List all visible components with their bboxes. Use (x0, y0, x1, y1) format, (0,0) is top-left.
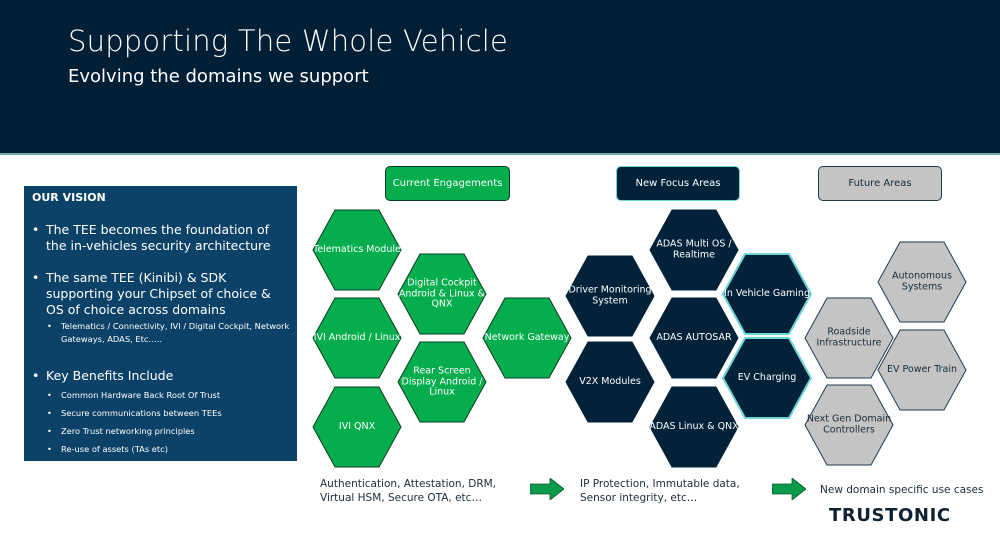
hexagon-label: Roadside Infrastructure (816, 326, 882, 348)
hexagon-new (721, 253, 813, 335)
current-use-cases: Authentication, Attestation, DRM, Virtua… (320, 477, 496, 505)
benefits-heading: •Key Benefits Include (32, 368, 174, 383)
header-banner: Supporting The Whole Vehicle Evolving th… (0, 0, 1000, 155)
hexagon-future (804, 384, 894, 466)
hexagon-label: Autonomous Systems (892, 270, 952, 292)
hexagon-label: Digital Cockpit Android & Linux & QNX (398, 277, 486, 310)
benefit-text: Re-use of assets (TAs etc) (61, 444, 168, 454)
hexagon-label: ADAS AUTOSAR (656, 331, 732, 343)
hexagon-label: IVI QNX (338, 420, 376, 432)
vision-bullet: •The same TEE (Kinibi) & SDK supporting … (32, 270, 271, 317)
benefit-item: •Re-use of assets (TAs etc) (47, 444, 168, 454)
current-use-line: Authentication, Attestation, DRM, (320, 478, 497, 490)
hexagon-current (312, 386, 402, 468)
future-use-cases: New domain specific use cases (820, 484, 984, 496)
hexagon-current (312, 209, 402, 291)
hexagon-new (721, 337, 813, 419)
hexagon-label: EV Power Train (886, 363, 958, 375)
hexagon-label: V2X Modules (579, 375, 641, 387)
vision-bullet-text: The same TEE (Kinibi) & SDK supporting y… (46, 270, 271, 317)
page-subtitle: Evolving the domains we support (68, 66, 369, 87)
benefit-item: •Secure communications between TEEs (47, 408, 222, 418)
new-use-line: IP Protection, Immutable data, (580, 478, 740, 490)
hexagon-label: Driver Monitoring System (568, 284, 652, 306)
trustonic-logo: TRUSTONIC (829, 505, 951, 526)
hexagon-new (649, 386, 739, 468)
current-use-line: Virtual HSM, Secure OTA, etc… (320, 492, 482, 504)
arrow-right-icon (530, 478, 564, 500)
arrow-right-icon (772, 478, 806, 500)
category-current-engagements: Current Engagements (385, 166, 510, 201)
hexagon-new (565, 255, 655, 337)
hexagon-label: EV Charging (737, 371, 797, 383)
vision-sub-bullet: •Telematics / Connectivity, IVI / Digita… (47, 321, 290, 344)
benefit-item: •Zero Trust networking principles (47, 426, 195, 436)
hexagon-new (649, 297, 739, 379)
hexagon-current (397, 253, 487, 335)
hexagon-future (877, 241, 967, 323)
new-use-cases: IP Protection, Immutable data, Sensor in… (580, 477, 740, 505)
vision-bullet: •The TEE becomes the foundation of the i… (32, 222, 271, 253)
hexagon-current (482, 297, 572, 379)
hexagon-new (565, 341, 655, 423)
benefit-text: Zero Trust networking principles (61, 426, 195, 436)
vision-panel: OUR VISION •The TEE becomes the foundati… (24, 186, 297, 461)
category-future-areas: Future Areas (818, 166, 942, 201)
benefit-item: •Common Hardware Back Root Of Trust (47, 390, 221, 400)
hexagon-label: In Vehicle Gaming (724, 287, 810, 299)
hexagon-label: Rear Screen Display Android / Linux (401, 365, 483, 398)
vision-sub-text: Telematics / Connectivity, IVI / Digital… (61, 321, 290, 344)
benefit-text: Common Hardware Back Root Of Trust (61, 390, 221, 400)
hexagon-current (312, 297, 402, 379)
hexagon-label: Telematics Module (313, 243, 401, 255)
hexagon-label: IVI Android / Linux (313, 331, 401, 343)
benefit-text: Secure communications between TEEs (61, 408, 222, 418)
benefits-heading-text: Key Benefits Include (46, 368, 174, 383)
hexagon-label: Network Gateway (484, 331, 570, 343)
hexagon-label: ADAS Multi OS / Realtime (656, 238, 732, 260)
new-use-line: Sensor integrity, etc… (580, 492, 698, 504)
hexagon-current (397, 341, 487, 423)
category-new-focus-areas: New Focus Areas (616, 166, 740, 201)
hexagon-label: ADAS Linux & QNX (649, 420, 739, 432)
hexagon-label: Next Gen Domain Controllers (806, 413, 892, 435)
vision-bullet-text: The TEE becomes the foundation of the in… (46, 222, 271, 253)
hexagon-future (877, 329, 967, 411)
page-title: Supporting The Whole Vehicle (68, 24, 509, 58)
hexagon-new (649, 209, 739, 291)
hexagon-future (804, 297, 894, 379)
vision-heading: OUR VISION (32, 191, 106, 204)
